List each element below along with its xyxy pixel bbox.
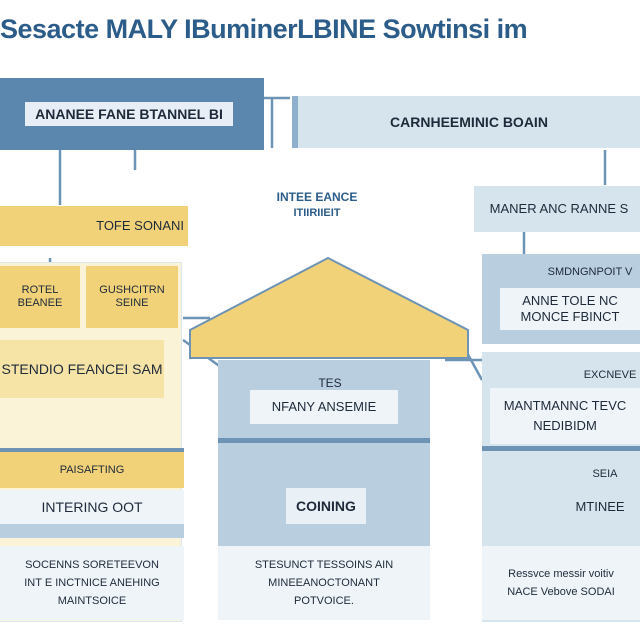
right-header: MANER ANC RANNE S <box>474 186 640 232</box>
center-box: NFANY ANSEMIE <box>250 390 398 424</box>
center-button[interactable]: COINING <box>286 488 366 524</box>
center-tag-label: TES <box>318 376 342 390</box>
right-footer: Ressvce messir voitiv NACE Vebove SODAI <box>482 546 640 620</box>
right-row1-line1: MANTMANNC TEVC <box>503 398 627 413</box>
center-label: INTEE EANCE ITIIRIIEIT <box>262 186 372 224</box>
left-banner-label: STENDIO FEANCEI SAM <box>1 361 163 377</box>
right-row1-line2: NEDIBIDM <box>533 418 597 433</box>
right-footer-line1: Ressvce messir voitiv <box>508 568 614 580</box>
center-rule <box>218 438 430 443</box>
center-button-label: COINING <box>296 498 356 514</box>
right-small-tag-label: SMDNGNPOIT V <box>547 265 633 278</box>
right-rule <box>482 446 640 451</box>
left-card-b: GUSHCITRN SEINE <box>86 266 178 328</box>
diagram-title: Sesacte MALY IBuminerLBINE Sowtinsi im <box>0 14 528 44</box>
right-small2: SEIA <box>580 466 630 482</box>
left-divider <box>0 524 184 538</box>
top-right-banner-label: CARNHEEMINIC BOAIN <box>390 114 548 130</box>
top-left-banner: ANANEE FANE BTANNEL BI <box>0 78 264 150</box>
left-footer-line2: INT E INCTNICE ANEHING <box>24 577 160 589</box>
center-box-label: NFANY ANSEMIE <box>271 399 377 414</box>
center-footer-line1: STESUNCT TESSOINS AIN <box>254 559 394 571</box>
center-footer-line3: POTVOICE. <box>294 595 354 607</box>
left-header: TOFE SONANI <box>0 206 188 246</box>
left-row1: PAISAFTING <box>0 448 184 488</box>
right-tag2: EXCNEVE <box>580 366 640 384</box>
left-row1-label: PAISAFTING <box>59 463 125 476</box>
left-footer-line1: SOCENNS SORETEEVON <box>25 559 159 571</box>
left-row2-label: INTERING OOT <box>41 499 143 515</box>
left-footer: SOCENNS SORETEEVON INT E INCTNICE ANEHIN… <box>0 546 184 620</box>
right-footer-line2: NACE Vebove SODAI <box>507 586 615 598</box>
right-small-tag: SMDNGNPOIT V <box>540 264 640 280</box>
right-tag2-label: EXCNEVE <box>583 368 637 381</box>
top-left-banner-label: ANANEE FANE BTANNEL BI <box>25 102 233 126</box>
top-right-banner: CARNHEEMINIC BOAIN <box>292 96 640 148</box>
left-header-label: TOFE SONANI <box>96 218 184 233</box>
right-card-line1: ANNE TOLE NC <box>522 293 618 308</box>
right-card: ANNE TOLE NC MONCE FBINCT <box>500 288 640 330</box>
center-tag: TES <box>300 372 360 394</box>
left-banner: STENDIO FEANCEI SAM <box>0 340 164 398</box>
center-footer: STESUNCT TESSOINS AIN MINEEANOCTONANT PO… <box>218 546 430 620</box>
left-row2: INTERING OOT <box>0 490 184 524</box>
left-card-a: ROTEL BEANEE <box>0 266 80 328</box>
right-header-label: MANER ANC RANNE S <box>489 201 629 216</box>
right-row1: MANTMANNC TEVC NEDIBIDM <box>490 388 640 444</box>
center-label-line2: ITIIRIIEIT <box>293 207 341 219</box>
left-card-a-label: ROTEL BEANEE <box>17 284 63 309</box>
right-row2-label: MTINEE <box>575 499 625 514</box>
left-card-b-label: GUSHCITRN SEINE <box>99 284 165 309</box>
left-footer-line3: MAINTSOICE <box>57 595 127 607</box>
center-label-line1: INTEE EANCE <box>276 190 358 204</box>
center-footer-line2: MINEEANOCTONANT <box>268 577 380 589</box>
right-small2-label: SEIA <box>592 467 618 480</box>
right-card-line2: MONCE FBINCT <box>520 309 620 324</box>
right-row2: MTINEE <box>560 490 640 524</box>
